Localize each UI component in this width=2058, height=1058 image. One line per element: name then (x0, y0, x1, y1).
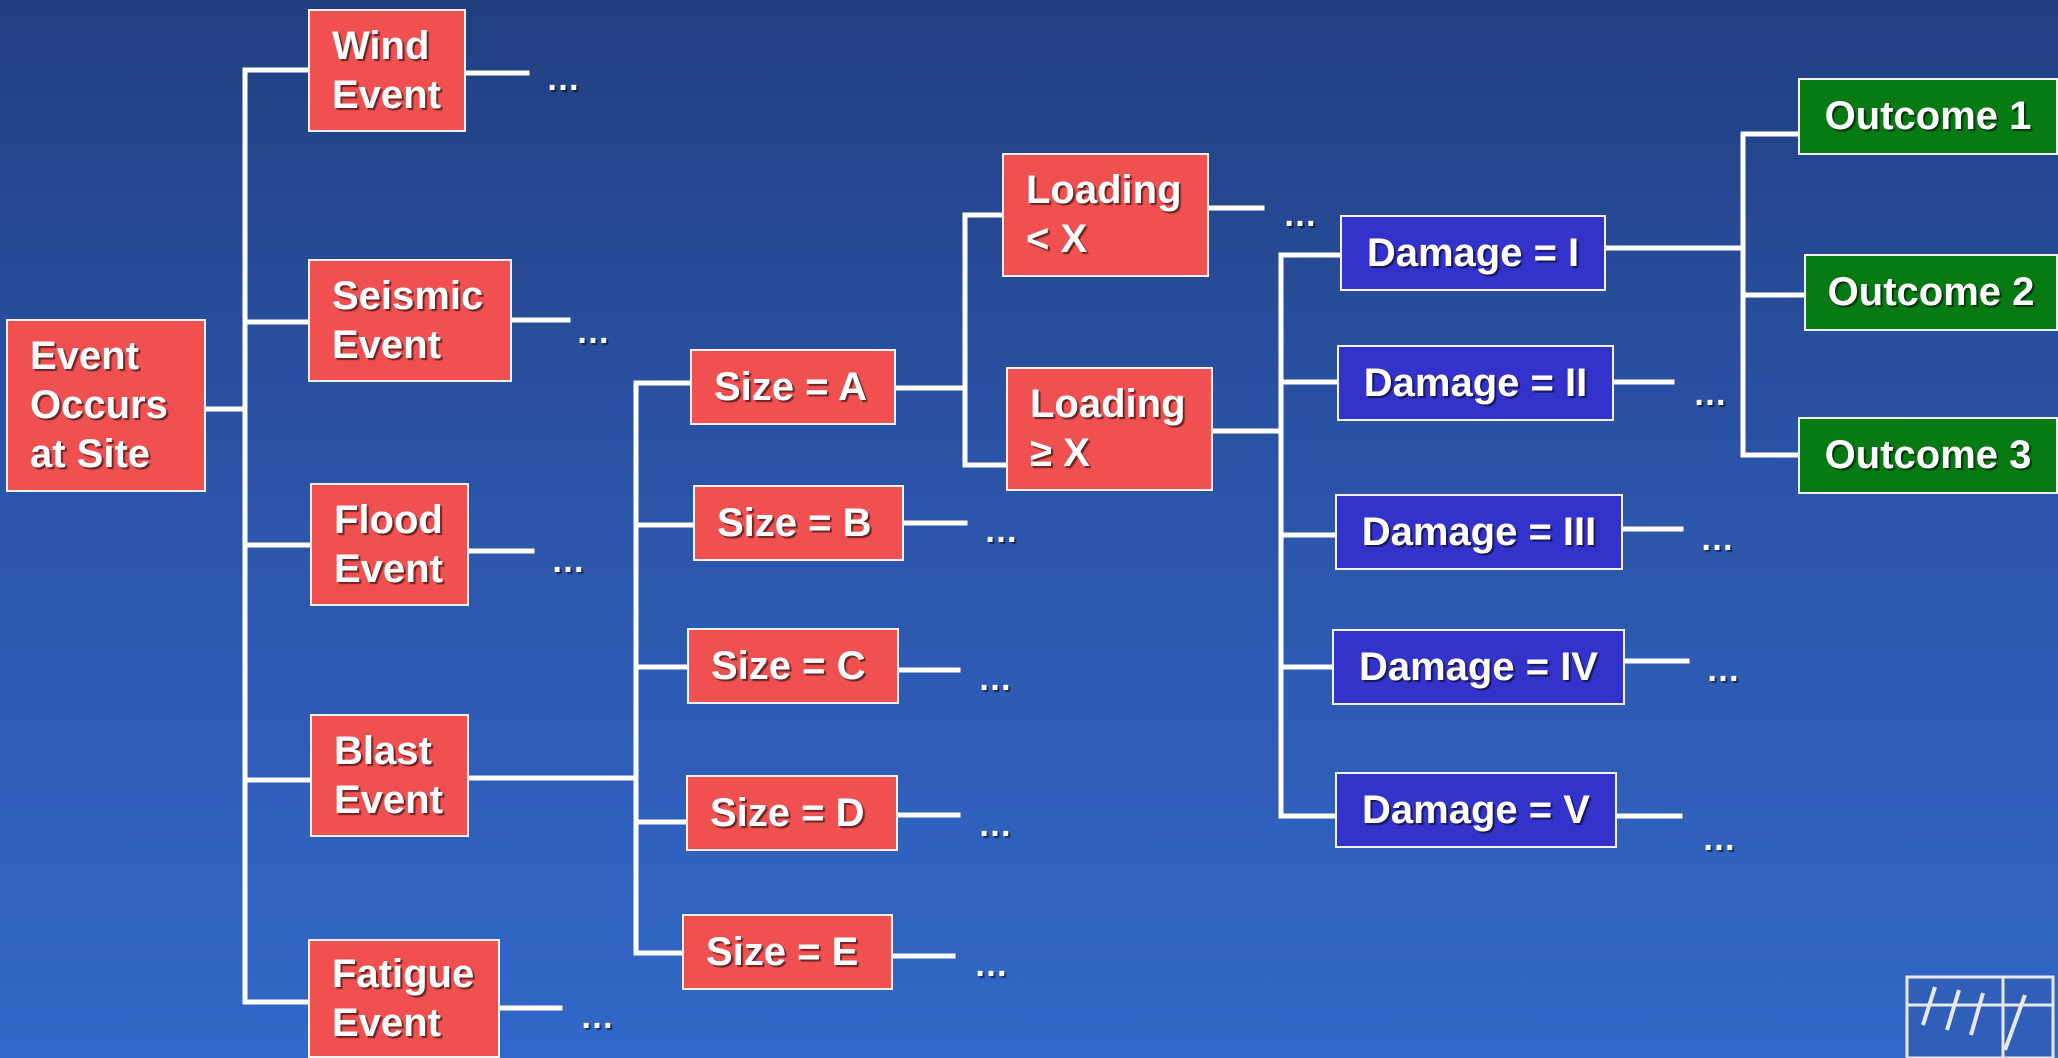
continuation-ellipsis: … (978, 660, 1012, 698)
continuation-ellipsis: … (1283, 196, 1317, 234)
continuation-ellipsis: … (1702, 820, 1736, 858)
continuation-ellipsis: … (1706, 651, 1740, 689)
continuation-ellipsis: … (576, 313, 610, 351)
root-event-box: Event Occurs at Site (6, 319, 206, 492)
event-label: Wind Event (332, 23, 441, 117)
continuation-ellipsis: … (580, 998, 614, 1036)
size-box-d: Size = D (686, 775, 898, 851)
event-box-fatigue: Fatigue Event (308, 939, 500, 1058)
continuation-ellipsis: … (1693, 375, 1727, 413)
continuation-ellipsis: … (978, 806, 1012, 844)
event-label: Blast Event (334, 728, 443, 822)
continuation-ellipsis: … (974, 946, 1008, 984)
event-label: Fatigue Event (332, 951, 475, 1045)
event-box-wind: Wind Event (308, 9, 466, 132)
damage-box-4: Damage = IV (1332, 629, 1625, 705)
damage-label: Damage = II (1363, 360, 1588, 405)
damage-label: Damage = III (1361, 509, 1597, 554)
size-box-e: Size = E (682, 914, 893, 990)
outcome-label: Outcome 3 (1824, 433, 2032, 477)
damage-label: Damage = V (1362, 787, 1590, 832)
size-box-b: Size = B (693, 485, 904, 561)
damage-box-2: Damage = II (1337, 345, 1614, 421)
size-label: Size = B (717, 500, 872, 545)
continuation-ellipsis: … (546, 60, 580, 98)
event-box-flood: Flood Event (310, 483, 469, 606)
damage-label: Damage = I (1366, 230, 1580, 275)
size-box-a: Size = A (690, 349, 896, 425)
event-box-blast: Blast Event (310, 714, 469, 837)
size-label: Size = E (706, 929, 859, 974)
size-label: Size = D (710, 790, 865, 835)
hatched-logo-icon (1905, 975, 2055, 1058)
continuation-ellipsis: … (1700, 520, 1734, 558)
damage-box-5: Damage = V (1335, 772, 1617, 848)
event-label: Flood Event (334, 497, 443, 591)
event-label: Seismic Event (332, 273, 484, 367)
damage-label: Damage = IV (1358, 644, 1598, 689)
loading-label: Loading < X (1026, 168, 1182, 261)
outcome-box-3: Outcome 3 (1798, 417, 2058, 494)
loading-box-at-least-x: Loading ≥ X (1006, 367, 1213, 491)
continuation-ellipsis: … (551, 542, 585, 580)
outcome-box-2: Outcome 2 (1804, 254, 2058, 331)
damage-box-1: Damage = I (1340, 215, 1606, 291)
outcome-box-1: Outcome 1 (1798, 78, 2058, 155)
size-label: Size = C (711, 643, 866, 688)
event-box-seismic: Seismic Event (308, 259, 512, 382)
damage-box-3: Damage = III (1335, 494, 1623, 570)
size-box-c: Size = C (687, 628, 899, 704)
root-event-label: Event Occurs at Site (30, 334, 168, 476)
outcome-label: Outcome 2 (1827, 270, 2035, 314)
loading-box-less-than-x: Loading < X (1002, 153, 1209, 277)
outcome-label: Outcome 1 (1824, 94, 2032, 138)
continuation-ellipsis: … (984, 512, 1018, 550)
loading-label: Loading ≥ X (1030, 382, 1186, 475)
size-label: Size = A (714, 364, 868, 409)
